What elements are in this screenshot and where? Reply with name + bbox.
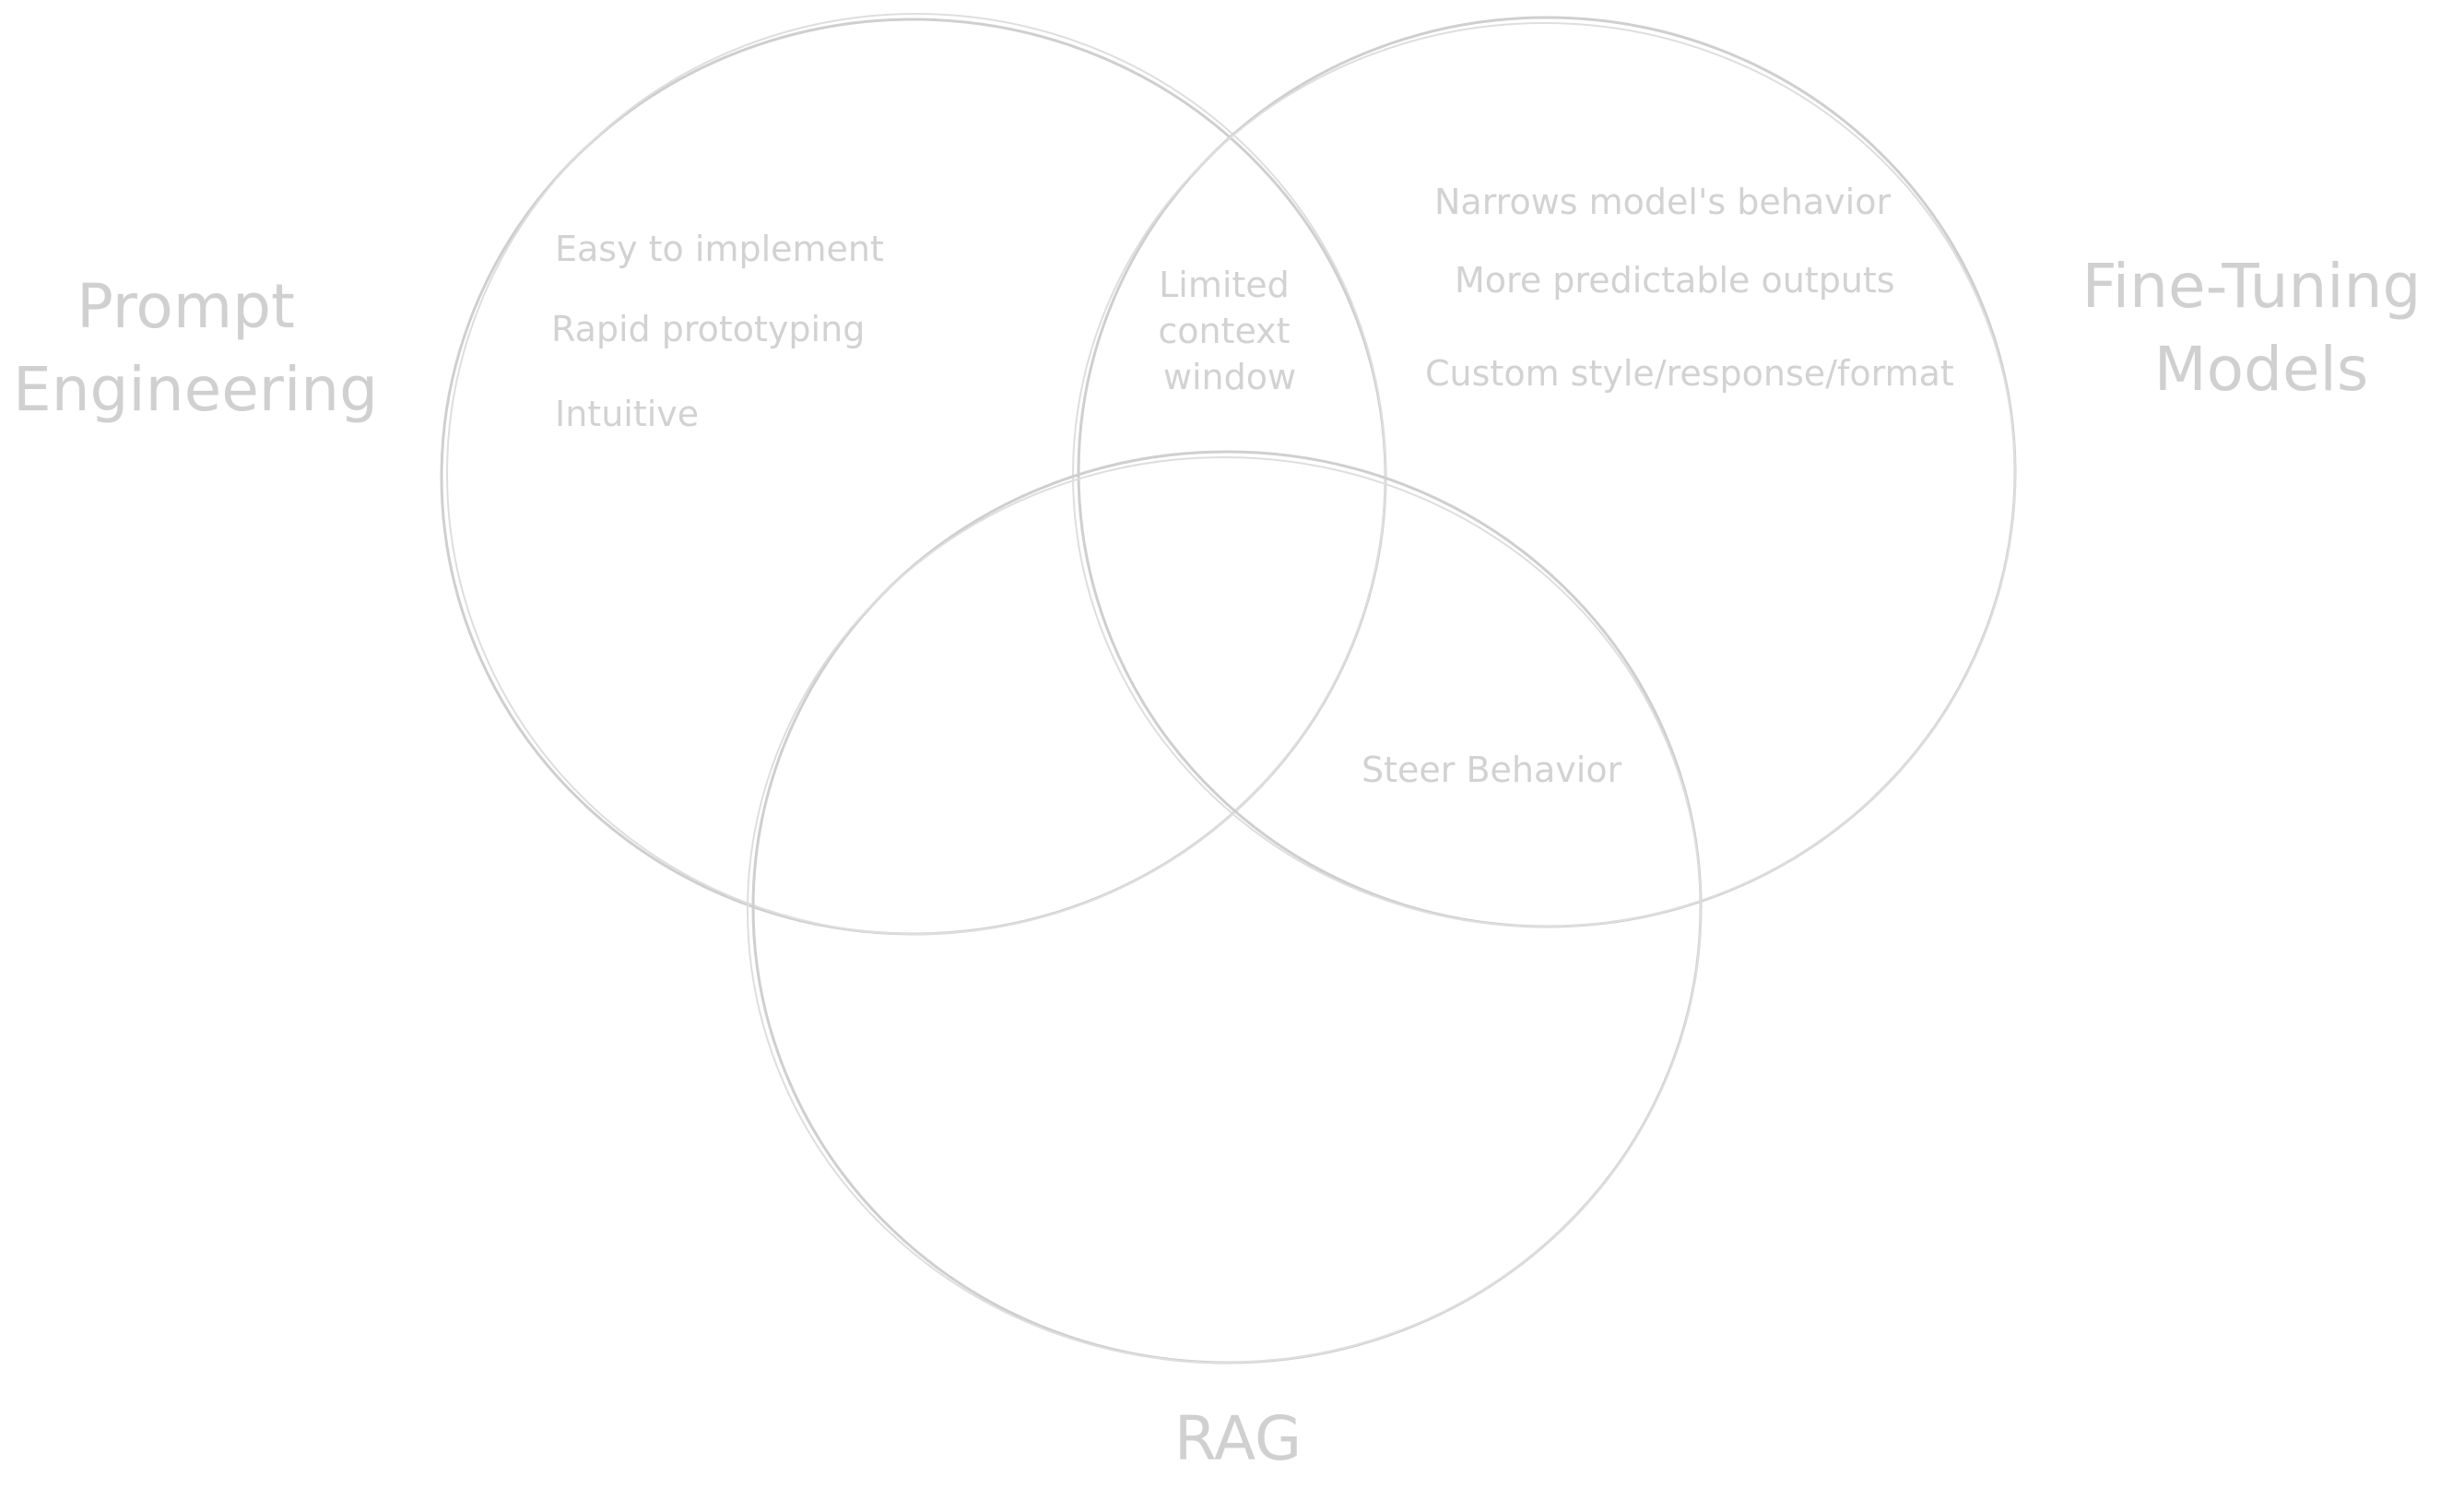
fine-tuning-circle [1072,16,2017,928]
intersection-prompt-fine-tuning-text: Limited context window [1158,265,1301,397]
fine-tuning-title: Fine-Tuning Models [2082,251,2441,405]
intersection-fine-tuning-rag-text: Steer Behavior [1362,750,1622,790]
fine-tuning-item: Narrows model's behavior [1434,182,1891,222]
prompt-engineering-title-line-1: Prompt [77,271,295,342]
prompt-engineering-title-line-2: Engineering [13,354,378,425]
fine-tuning-item: Custom style/response/format [1425,353,1954,394]
fine-tuning-title-line-1: Fine-Tuning [2082,251,2422,322]
prompt-engineering-item: Rapid prototyping [551,309,865,349]
rag-circle [747,450,1703,1364]
fine-tuning-title-line-2: Models [2154,334,2369,405]
prompt-engineering-circle [440,13,1387,936]
rag-title-line-1: RAG [1174,1403,1302,1474]
intersection-line: Limited [1159,265,1290,305]
prompt-engineering-item: Intuitive [555,394,699,434]
rag-title: RAG [1174,1403,1302,1474]
prompt-engineering-item: Easy to implement [555,229,884,269]
prompt-engineering-title: Prompt Engineering [13,271,378,425]
intersection-line: window [1163,357,1296,397]
intersection-line: context [1158,311,1290,351]
fine-tuning-item: More predictable outputs [1455,260,1895,301]
